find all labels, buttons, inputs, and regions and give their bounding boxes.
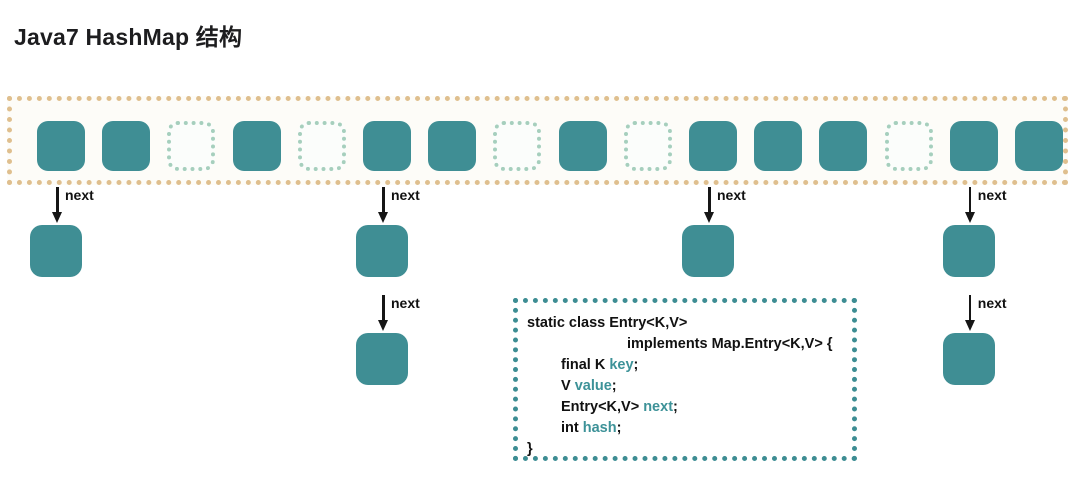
bucket-array-container	[7, 96, 1068, 185]
next-pointer-arrow: next	[704, 187, 765, 225]
arrow-shaft	[56, 187, 59, 215]
bucket-cell-4	[297, 121, 346, 171]
code-token: V	[561, 378, 575, 394]
entry-node-c0-n0	[30, 225, 82, 277]
next-label: next	[977, 187, 1007, 203]
code-token: ;	[673, 399, 678, 415]
entry-class-code-box: static class Entry<K,V> implements Map.En…	[513, 298, 857, 461]
arrow-head-icon	[964, 320, 975, 331]
code-identifier: key	[609, 357, 634, 373]
bucket-cell-9	[623, 121, 672, 171]
code-token: ;	[616, 420, 622, 436]
code-token: }	[527, 441, 533, 457]
entry-node-c3-n1	[942, 333, 995, 385]
code-line-2: final K key;	[527, 355, 846, 376]
bucket-cell-3	[232, 121, 281, 171]
next-pointer-arrow: next	[52, 187, 113, 225]
bucket-cell-12	[819, 121, 868, 171]
entry-node-c2-n0	[682, 225, 734, 277]
code-identifier: hash	[582, 420, 617, 436]
bucket-cell-11	[754, 121, 803, 171]
bucket-cell-15	[1015, 121, 1063, 171]
next-label: next	[391, 187, 420, 203]
code-token: implements Map.Entry<K,V> {	[627, 336, 833, 352]
bucket-cell-1	[102, 121, 151, 171]
code-identifier: next	[643, 399, 674, 415]
bucket-cell-5	[363, 121, 411, 171]
bucket-cell-7	[493, 121, 542, 171]
code-token: ;	[633, 357, 639, 373]
bucket-cell-8	[558, 121, 607, 171]
bucket-cell-10	[689, 121, 737, 171]
code-token: static class Entry<K,V>	[527, 315, 688, 331]
code-line-1: implements Map.Entry<K,V> {	[527, 334, 846, 355]
next-label: next	[391, 295, 420, 311]
next-label: next	[717, 187, 746, 203]
code-line-6: }	[527, 439, 846, 460]
code-token: final K	[561, 357, 610, 373]
next-pointer-arrow: next	[964, 295, 1026, 333]
arrow-shaft	[968, 187, 972, 215]
arrow-head-icon	[378, 212, 388, 223]
arrow-head-icon	[378, 320, 388, 331]
next-pointer-arrow: next	[378, 295, 439, 333]
code-identifier: value	[574, 378, 612, 394]
code-line-4: Entry<K,V> next;	[527, 397, 846, 418]
code-token: Entry<K,V>	[561, 399, 644, 415]
bucket-cell-13	[884, 121, 933, 171]
next-label: next	[977, 295, 1007, 311]
bucket-cell-0	[37, 121, 85, 171]
next-pointer-arrow: next	[378, 187, 439, 225]
code-token: int	[561, 420, 583, 436]
entry-node-c1-n1	[356, 333, 408, 385]
entry-node-c1-n0	[356, 225, 408, 277]
bucket-cell-2	[167, 121, 216, 171]
arrow-head-icon	[964, 212, 975, 223]
next-label: next	[65, 187, 94, 203]
page-title: Java7 HashMap 结构	[14, 24, 243, 50]
arrow-shaft	[968, 295, 972, 323]
bucket-cell-6	[428, 121, 477, 171]
entry-node-c3-n0	[942, 225, 995, 277]
arrow-head-icon	[704, 212, 714, 223]
arrow-head-icon	[52, 212, 62, 223]
arrow-shaft	[708, 187, 711, 215]
code-line-3: V value;	[527, 376, 846, 397]
bucket-cell-14	[949, 121, 998, 171]
code-line-5: int hash;	[527, 418, 846, 439]
arrow-shaft	[382, 187, 385, 215]
arrow-shaft	[382, 295, 385, 323]
code-token: ;	[611, 378, 617, 394]
code-line-0: static class Entry<K,V>	[527, 313, 846, 334]
next-pointer-arrow: next	[964, 187, 1026, 225]
